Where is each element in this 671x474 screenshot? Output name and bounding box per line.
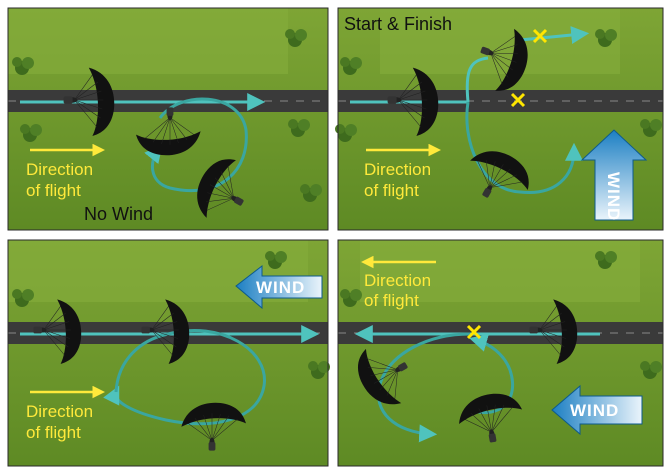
panel-tailwind-start: Start & Finish Direction of flight WIND bbox=[335, 8, 663, 230]
direction-label-1: Direction bbox=[26, 402, 93, 421]
direction-label-2: of flight bbox=[364, 291, 419, 310]
wind-arrow-up: WIND bbox=[580, 129, 648, 221]
panel-headwind-left: Direction of flight WIND bbox=[8, 240, 330, 466]
wind-label: WIND bbox=[570, 401, 619, 420]
turn-loop-arrow bbox=[144, 97, 248, 193]
direction-label-1: Direction bbox=[364, 271, 431, 290]
wind-arrow-left: WIND bbox=[551, 384, 643, 436]
direction-label-1: Direction bbox=[26, 160, 93, 179]
turn-loop-arrow bbox=[465, 101, 583, 194]
wind-label: WIND bbox=[604, 172, 623, 221]
turn-loop-arrow bbox=[103, 329, 266, 426]
direction-label-2: of flight bbox=[26, 181, 81, 200]
start-marker bbox=[466, 324, 482, 340]
wind-arrow-left: WIND bbox=[235, 264, 323, 310]
direction-label-2: of flight bbox=[26, 423, 81, 442]
panel-no-wind: Direction of flight No Wind bbox=[8, 8, 328, 231]
no-wind-caption: No Wind bbox=[84, 204, 153, 224]
start-finish-label: Start & Finish bbox=[344, 14, 452, 34]
finish-marker bbox=[510, 92, 526, 108]
wind-label: WIND bbox=[256, 278, 305, 297]
start-marker bbox=[532, 28, 548, 44]
direction-label-2: of flight bbox=[364, 181, 419, 200]
direction-label-1: Direction bbox=[364, 160, 431, 179]
panel-headwind-right: Direction of flight WIND bbox=[338, 240, 663, 466]
